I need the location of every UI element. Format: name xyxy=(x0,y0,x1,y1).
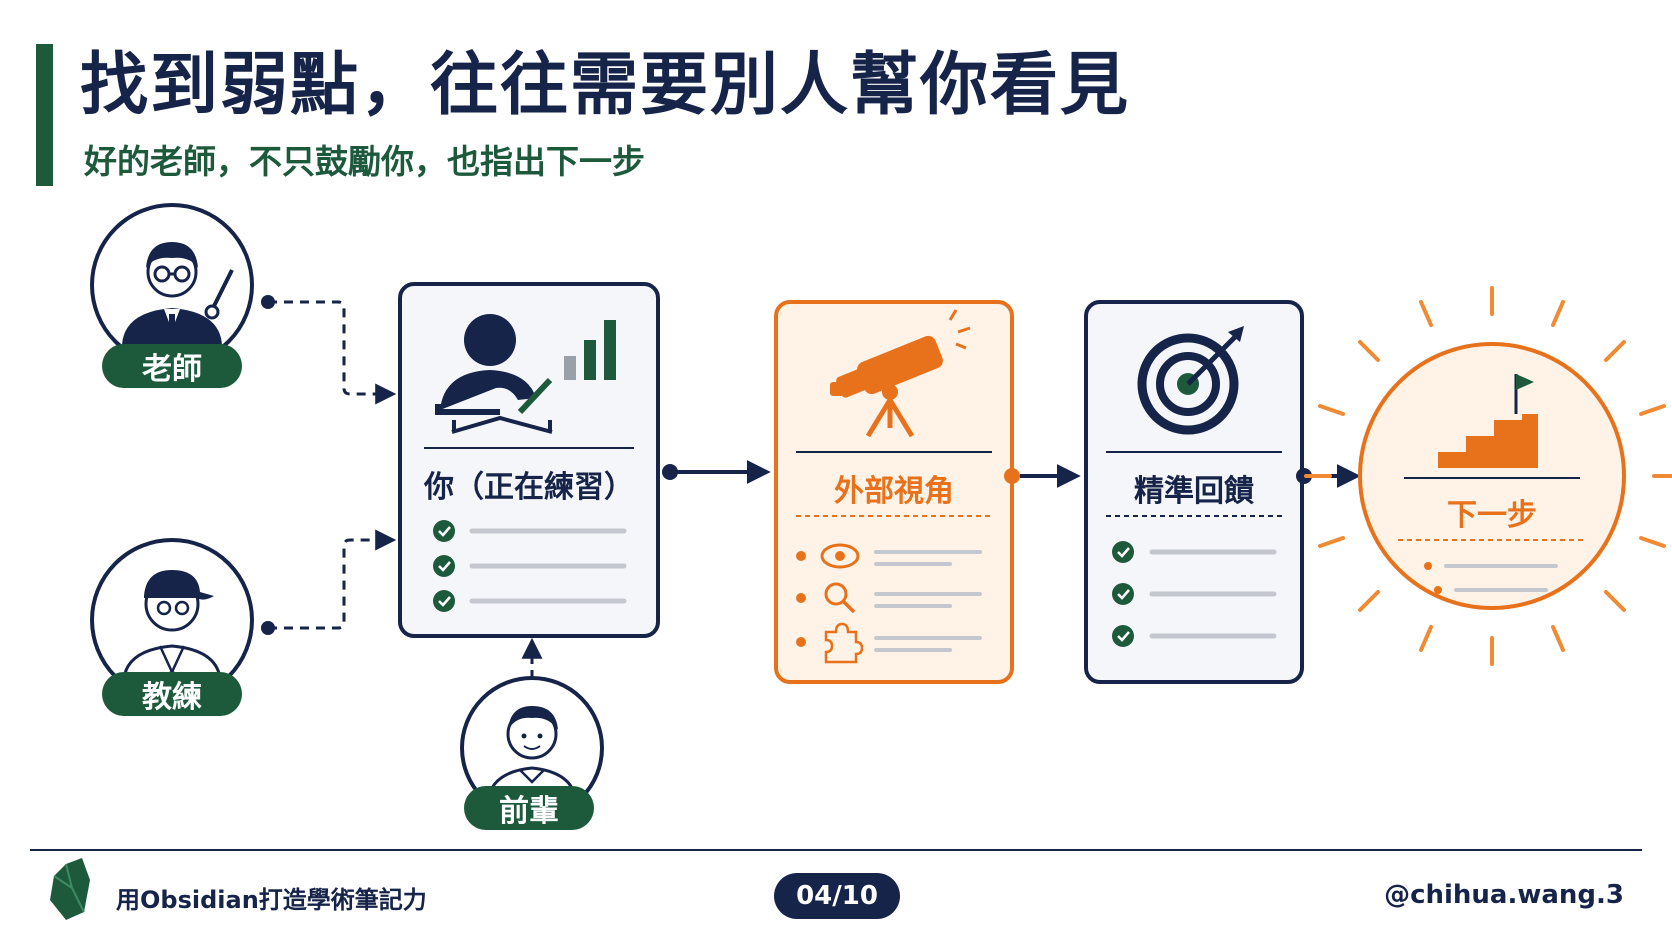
footer-divider xyxy=(30,849,1642,851)
page-subtitle: 好的老師，不只鼓勵你，也指出下一步 xyxy=(84,142,645,181)
footer-series-title: 用Obsidian打造學術筆記力 xyxy=(116,886,427,914)
telescope-icon xyxy=(830,309,971,438)
feedback-checklist xyxy=(1112,541,1277,647)
eye-icon xyxy=(820,543,860,569)
you-card xyxy=(398,282,660,638)
perspective-card xyxy=(774,300,1014,684)
obsidian-logo xyxy=(50,858,90,920)
you-card-title: 你（正在練習） xyxy=(424,470,634,505)
arrow-you-to-perspective xyxy=(662,460,771,484)
page-title: 找到弱點，往往需要別人幫你看見 xyxy=(80,46,1131,125)
coach-avatar xyxy=(90,538,254,702)
teacher-icon xyxy=(122,242,234,345)
sun-rays xyxy=(1304,286,1672,666)
author-handle: @chihua.wang.3 xyxy=(1384,880,1624,910)
next-step-circle xyxy=(1304,286,1672,666)
teacher-label: 老師 xyxy=(102,344,242,388)
title-accent-bar xyxy=(36,44,53,186)
teacher-avatar xyxy=(90,203,254,367)
next-step-title: 下一步 xyxy=(1447,498,1537,533)
feedback-card-title: 精準回饋 xyxy=(1134,474,1254,509)
target-icon xyxy=(1137,326,1244,435)
teacher-connector xyxy=(261,295,397,405)
arrow-perspective-to-feedback xyxy=(1004,464,1081,488)
stairs-flag-icon xyxy=(1438,374,1538,468)
feedback-card xyxy=(1084,300,1304,684)
coach-connector xyxy=(261,529,397,635)
senior-label: 前輩 xyxy=(464,786,594,830)
senior-avatar xyxy=(460,676,604,820)
senior-icon xyxy=(486,706,578,801)
magnifier-icon xyxy=(824,582,856,614)
perspective-list xyxy=(796,543,982,664)
coach-label: 教練 xyxy=(102,672,242,716)
student-writing-icon xyxy=(435,314,616,434)
you-checklist xyxy=(433,520,627,612)
puzzle-icon xyxy=(824,622,864,664)
page-number: 04/10 xyxy=(774,873,900,919)
perspective-card-title: 外部視角 xyxy=(834,474,954,509)
